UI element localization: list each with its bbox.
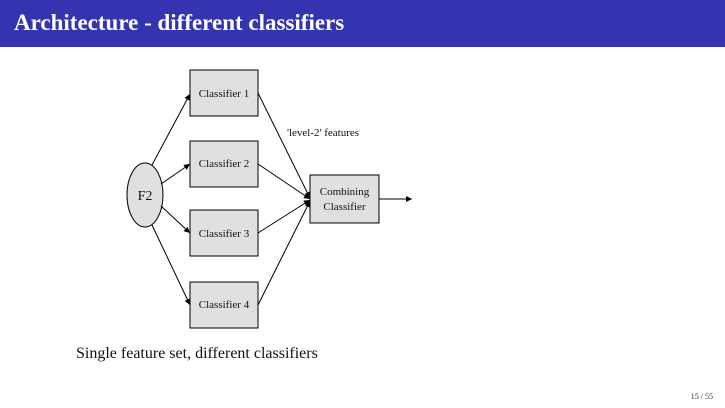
- edge-classifier-1-combiner: [257, 92, 311, 199]
- classifier-box-3: Classifier 3: [189, 209, 259, 257]
- edge-classifier-2-combiner: [257, 163, 311, 200]
- slide-title: Architecture - different classifiers: [14, 10, 345, 35]
- input-node-f2: F2: [126, 162, 164, 228]
- combiner-label-line-1: Combining: [320, 186, 370, 198]
- classifier-label-1: Classifier 1: [199, 88, 249, 100]
- classifier-box-2: Classifier 2: [189, 140, 259, 188]
- classifier-box-4: Classifier 4: [189, 281, 259, 329]
- edge-f2-classifier-3: [160, 205, 191, 234]
- edge-f2-classifier-4: [151, 224, 191, 306]
- classifier-label-4: Classifier 4: [199, 299, 250, 311]
- edge-f2-classifier-2: [160, 163, 191, 185]
- combiner-label-line-2: Classifier: [323, 201, 365, 213]
- edge-classifier-4-combiner: [257, 200, 311, 306]
- title-bar: Architecture - different classifiers: [0, 0, 725, 47]
- slide-caption: Single feature set, different classifier…: [76, 345, 318, 362]
- page-number: 15 / 55: [690, 392, 713, 401]
- classifier-label-2: Classifier 2: [199, 158, 249, 170]
- classifier-box-1: Classifier 1: [189, 69, 259, 117]
- combining-classifier-box: Combining Classifier: [309, 174, 380, 224]
- input-node-label: F2: [138, 189, 153, 204]
- level-2-features-label: 'level-2' features: [287, 127, 359, 139]
- edge-classifier-3-combiner: [257, 199, 311, 234]
- edge-f2-classifier-1: [151, 93, 191, 166]
- classifier-label-3: Classifier 3: [199, 228, 250, 240]
